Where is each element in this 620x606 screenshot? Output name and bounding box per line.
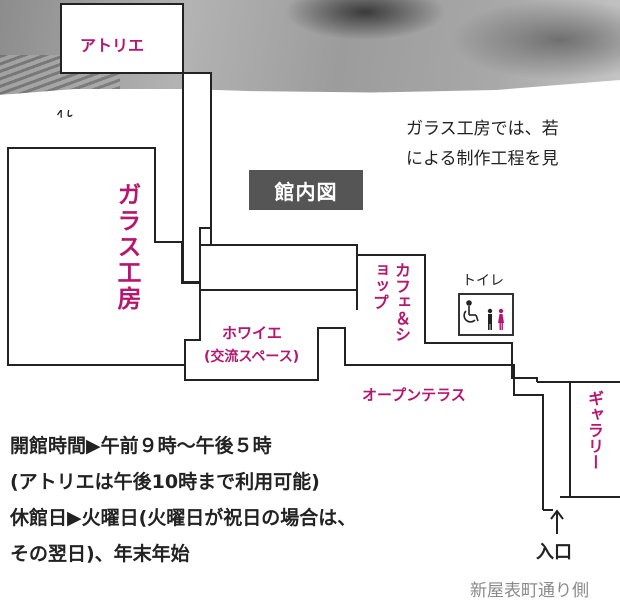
north-wall (210, 228, 538, 382)
room-atelier: アトリエ (80, 36, 145, 55)
room-foyer: ホワイエ (222, 324, 282, 342)
wheelchair-icon (463, 300, 479, 323)
opening-info: 開館時間▶午前９時〜午後５時 (アトリエは午後10時まで利用可能) 休館日▶火曜… (10, 428, 356, 572)
room-open-terrace: オープンテラス (362, 386, 466, 404)
room-glass-studio: ガラス工房 (113, 182, 141, 312)
atelier-room (60, 3, 212, 283)
restroom-sign (458, 293, 514, 336)
glass-studio-room (7, 147, 201, 366)
hours-line: 開館時間▶午前９時〜午後５時 (10, 435, 272, 457)
map-title: 館内図 (249, 170, 363, 210)
female-toilet-icon (498, 308, 504, 330)
corridor-block (199, 244, 358, 291)
room-cafe-shop: カフェ＆ショップ (370, 262, 411, 342)
closed-line: 休館日▶火曜日(火曜日が祝日の場合は、 (10, 507, 357, 529)
room-foyer-sub: (交流スペース) (204, 349, 300, 365)
intro-text: ガラス工房では、若 による制作工程を見 (406, 114, 559, 174)
restroom-label: トイレ (462, 273, 504, 289)
hours-note-line: (アトリエは午後10時まで利用可能) (10, 471, 320, 493)
male-toilet-icon (487, 308, 493, 330)
entrance-label: 入口 (536, 542, 572, 563)
arrow-up-icon (550, 509, 564, 534)
foyer-wall (184, 290, 544, 510)
room-gallery: ギャラリー (585, 390, 604, 470)
closed-cont-line: その翌日)、年末年始 (10, 543, 190, 565)
intro-line-1: ガラス工房では、若 (406, 119, 559, 139)
street-label: 新屋表町通り側 (470, 581, 589, 601)
intro-line-2: による制作工程を見 (406, 149, 559, 169)
